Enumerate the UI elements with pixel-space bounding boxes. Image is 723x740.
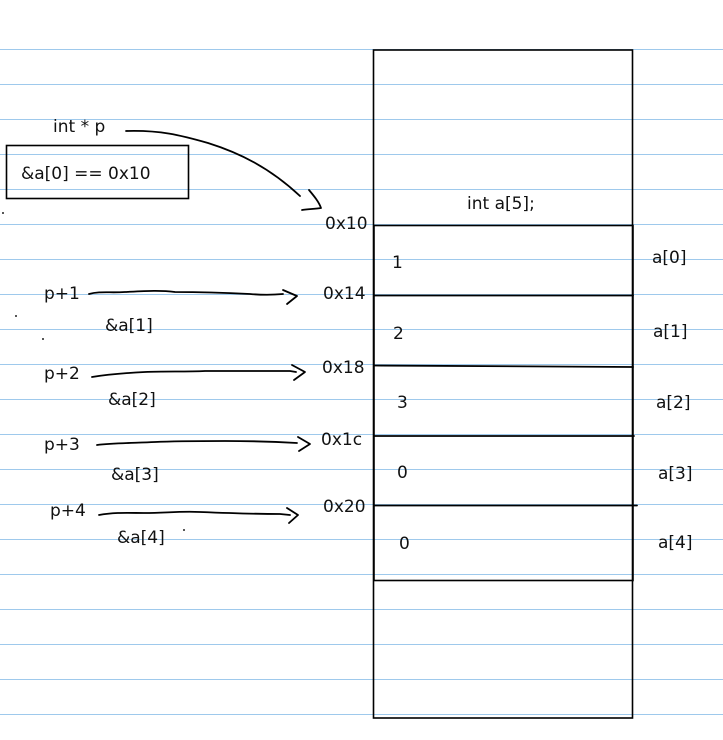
arrow-p2 — [91, 370, 297, 378]
element-name-4: a[4] — [658, 533, 693, 553]
arrow-p4-head — [286, 507, 299, 524]
address-4: 0x20 — [323, 497, 366, 517]
element-name-2: a[2] — [656, 393, 691, 413]
offset-equals-1: &a[1] — [105, 316, 153, 336]
pointer-arrow — [125, 129, 301, 197]
stray-dot — [183, 529, 185, 531]
array-region — [373, 224, 634, 582]
address-0: 0x10 — [325, 214, 368, 234]
offset-expr-1: p+1 — [44, 284, 80, 304]
cell-divider-2 — [373, 364, 634, 368]
offset-equals-3: &a[3] — [111, 465, 159, 485]
arrow-p3 — [96, 440, 298, 446]
arrow-p3-head — [297, 436, 311, 452]
arrow-p1-head — [282, 289, 298, 305]
arrow-p4 — [98, 510, 291, 516]
address-3: 0x1c — [321, 430, 363, 450]
stray-dot — [42, 338, 44, 340]
element-name-1: a[1] — [653, 322, 688, 342]
offset-expr-3: p+3 — [44, 435, 80, 455]
pointer-init-note: &a[0] == 0x10 — [21, 164, 151, 184]
offset-equals-2: &a[2] — [108, 390, 156, 410]
arrow-p2-head — [291, 364, 306, 381]
pointer-arrow-head — [301, 189, 322, 211]
pointer-value-box — [5, 144, 190, 200]
element-name-3: a[3] — [658, 464, 693, 484]
cell-value-4: 0 — [399, 534, 410, 554]
cell-value-0: 1 — [392, 253, 403, 273]
memory-column — [372, 49, 634, 719]
arrow-p1 — [88, 289, 284, 296]
offset-expr-4: p+4 — [50, 501, 86, 521]
stray-dot — [15, 315, 17, 317]
cell-value-2: 3 — [397, 393, 408, 413]
cell-value-1: 2 — [393, 324, 404, 344]
stray-dot — [2, 212, 4, 214]
offset-expr-2: p+2 — [44, 364, 80, 384]
address-2: 0x18 — [322, 358, 365, 378]
array-declaration: int a[5]; — [467, 194, 535, 214]
offset-equals-4: &a[4] — [117, 528, 165, 548]
element-name-0: a[0] — [652, 248, 687, 268]
cell-value-3: 0 — [397, 463, 408, 483]
pointer-declaration: int * p — [53, 117, 106, 137]
address-1: 0x14 — [323, 284, 366, 304]
